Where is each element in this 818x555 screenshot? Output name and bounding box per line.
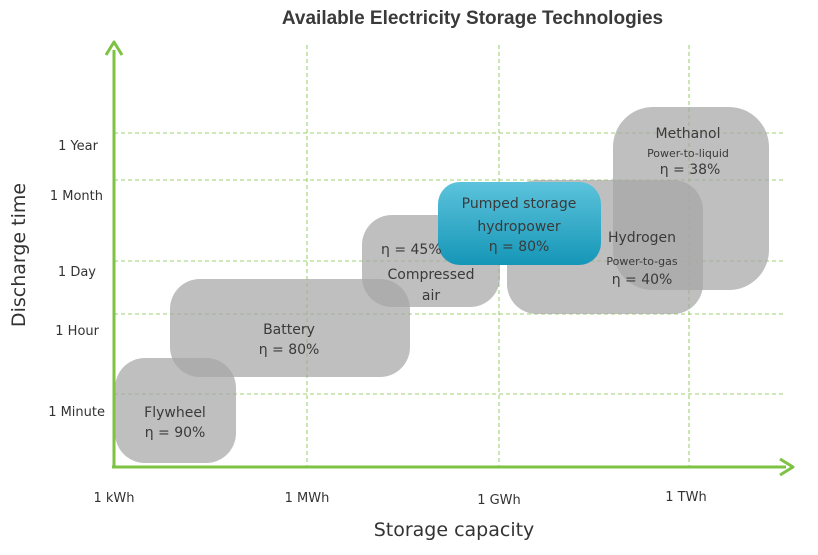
- x-axis-arrow: [779, 457, 795, 477]
- compressed-air-efficiency: η = 45%: [381, 242, 442, 258]
- battery-name: Battery: [263, 322, 315, 338]
- pumped-hydro-line-1: Pumped storage: [462, 196, 577, 212]
- hydrogen-subtitle: Power-to-gas: [606, 255, 677, 268]
- y-axis-arrow: [104, 40, 124, 56]
- axes: [104, 40, 795, 477]
- technology-boxes: [115, 107, 769, 463]
- battery-box: [170, 279, 410, 377]
- y-tick: 1 Day: [58, 265, 96, 280]
- technology-labels: Flywheel η = 90% Battery η = 80% η = 45%…: [144, 126, 729, 441]
- x-tick: 1 MWh: [285, 491, 330, 506]
- y-tick: 1 Month: [50, 189, 103, 204]
- battery-efficiency: η = 80%: [259, 342, 320, 358]
- x-tick: 1 TWh: [665, 490, 706, 505]
- y-tick-labels: 1 Minute 1 Hour 1 Day 1 Month 1 Year: [48, 139, 105, 420]
- methanol-subtitle: Power-to-liquid: [647, 147, 729, 160]
- flywheel-name: Flywheel: [144, 405, 206, 421]
- chart-title: Available Electricity Storage Technologi…: [281, 8, 664, 29]
- x-tick-labels: 1 kWh 1 MWh 1 GWh 1 TWh: [93, 490, 706, 508]
- flywheel-efficiency: η = 90%: [145, 425, 206, 441]
- y-tick: 1 Hour: [55, 324, 99, 339]
- pumped-hydro-box: [438, 182, 601, 265]
- compressed-air-line-2: air: [422, 288, 440, 304]
- methanol-box: [613, 107, 769, 290]
- x-axis-label: Storage capacity: [374, 519, 535, 541]
- hydrogen-efficiency: η = 40%: [612, 272, 673, 288]
- y-tick: 1 Year: [58, 139, 99, 154]
- pumped-hydro-line-2: hydropower: [477, 219, 561, 235]
- y-tick: 1 Minute: [48, 405, 105, 420]
- methanol-name: Methanol: [656, 126, 721, 142]
- flywheel-box: [115, 358, 236, 463]
- compressed-air-line-1: Compressed: [387, 267, 474, 283]
- pumped-hydro-efficiency: η = 80%: [489, 239, 550, 255]
- x-tick: 1 GWh: [477, 493, 521, 508]
- methanol-efficiency: η = 38%: [660, 162, 721, 178]
- x-tick: 1 kWh: [93, 491, 134, 506]
- y-axis-label: Discharge time: [8, 183, 30, 327]
- hydrogen-name: Hydrogen: [608, 230, 676, 246]
